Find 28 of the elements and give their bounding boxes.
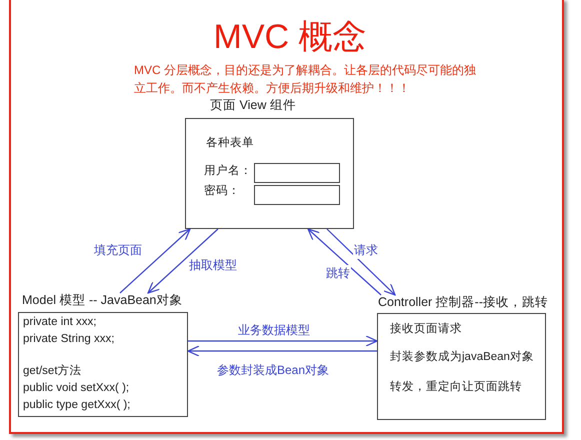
box-text: 用户名： xyxy=(204,164,252,178)
arrow xyxy=(307,228,382,296)
box-text: get/set方法 xyxy=(23,364,82,378)
box-text: public type getXxx( ); xyxy=(23,398,130,412)
arrow xyxy=(187,345,377,357)
box-text: private String xxx; xyxy=(23,332,114,346)
arrow xyxy=(188,335,378,347)
edge-label: 填充页面 xyxy=(93,242,143,259)
edge-label: 请求 xyxy=(353,242,379,259)
box-text: private int xxx; xyxy=(23,315,96,329)
box-text: 各种表单 xyxy=(206,136,254,150)
edge-label: 业务数据模型 xyxy=(237,322,311,339)
box-text: 转发，重定向让页面跳转 xyxy=(390,380,522,394)
edge-label: 跳转 xyxy=(325,265,351,282)
edge-label: 参数封装成Bean对象 xyxy=(216,362,330,379)
arrow xyxy=(120,228,191,294)
box-text: 接收页面请求 xyxy=(390,322,462,336)
box-heading: 页面 View 组件 xyxy=(210,98,296,112)
arrow xyxy=(326,228,396,296)
box-text: public void setXxx( ); xyxy=(23,381,130,395)
box-text: 密码： xyxy=(204,184,240,198)
arrow xyxy=(147,228,218,294)
description-text: MVC 分层概念，目的还是为了解耦合。让各层的代码尽可能的独立工作。而不产生依赖。方便后期升级和维护！！！ xyxy=(134,62,477,97)
title: MVC 概念 xyxy=(212,17,368,58)
box-heading: Controller 控制器--接收，跳转 xyxy=(378,295,548,309)
box-text: 封装参数成为javaBean对象 xyxy=(390,350,534,364)
box-heading: Model 模型 -- JavaBean对象 xyxy=(22,293,182,307)
edge-label: 抽取模型 xyxy=(188,257,238,274)
